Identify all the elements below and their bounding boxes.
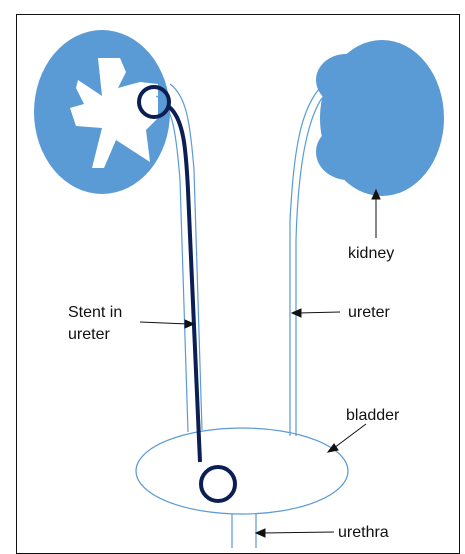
ureter-label: ureter: [348, 302, 390, 324]
stent-lower-coil: [201, 467, 235, 501]
urethra-label: urethra: [338, 522, 389, 544]
right-kidney: [316, 40, 444, 196]
pointer-arrows: [140, 190, 380, 537]
left-kidney: [34, 30, 170, 194]
stent-tube: [168, 106, 200, 462]
kidney-label: kidney: [348, 243, 394, 265]
urethra: [232, 514, 256, 548]
stent-label: Stent in ureter: [68, 302, 122, 346]
bladder: [136, 428, 348, 514]
bladder-label: bladder: [346, 405, 399, 427]
